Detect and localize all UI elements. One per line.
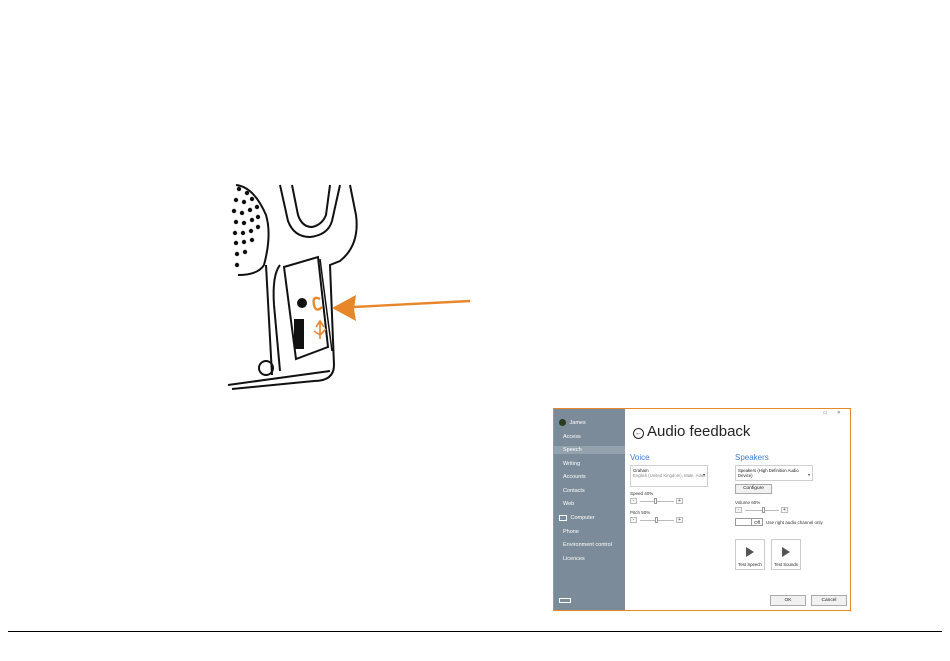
toggle-knob bbox=[751, 519, 752, 525]
sidebar-item-contacts[interactable]: Contacts bbox=[563, 488, 585, 494]
sidebar-item-licences[interactable]: Licences bbox=[563, 556, 585, 562]
sidebar-item-access[interactable]: Access bbox=[563, 434, 581, 440]
play-icon bbox=[746, 547, 754, 557]
voice-name: Graham bbox=[633, 468, 649, 473]
window-controls[interactable]: ▭ ✕ bbox=[822, 410, 845, 416]
right-channel-label: Use right audio channel only bbox=[766, 520, 823, 525]
monitor-icon bbox=[559, 514, 567, 521]
voice-heading: Voice bbox=[630, 453, 650, 462]
sidebar-item-web[interactable]: Web bbox=[563, 501, 575, 507]
sidebar-item-environment-control[interactable]: Environment control bbox=[563, 542, 612, 548]
section-label: Computer bbox=[570, 515, 595, 521]
page-title: ←Audio feedback bbox=[633, 423, 750, 440]
sidebar-item-accounts[interactable]: Accounts bbox=[563, 474, 586, 480]
sidebar-user[interactable]: James bbox=[559, 419, 586, 427]
voice-dropdown[interactable]: Graham English (United Kingdom), Male, A… bbox=[630, 465, 708, 487]
speaker-device: Speakers (High Definition Audio Device) bbox=[738, 468, 799, 478]
pitch-increase-button[interactable]: + bbox=[676, 517, 683, 523]
pitch-label: Pitch 50% bbox=[630, 510, 651, 515]
user-avatar-icon bbox=[559, 419, 566, 427]
speed-decrease-button[interactable]: - bbox=[630, 498, 637, 504]
user-name: James bbox=[569, 420, 586, 426]
cancel-button[interactable]: Cancel bbox=[811, 595, 847, 606]
right-channel-toggle[interactable]: Off bbox=[735, 518, 763, 526]
app-window: James Access Speech Writing Accounts Con… bbox=[553, 408, 851, 611]
speed-slider-thumb[interactable] bbox=[654, 498, 657, 504]
volume-increase-button[interactable]: + bbox=[781, 507, 788, 513]
volume-decrease-button[interactable]: - bbox=[735, 507, 742, 513]
speakers-heading: Speakers bbox=[735, 453, 769, 462]
back-arrow-icon[interactable]: ← bbox=[633, 428, 644, 439]
play-icon bbox=[782, 547, 790, 557]
pitch-slider-thumb[interactable] bbox=[655, 517, 658, 523]
footer-rule bbox=[8, 631, 942, 632]
volume-label: Volume 60% bbox=[735, 500, 761, 505]
voice-detail: English (United Kingdom), Male, Adult bbox=[633, 473, 706, 478]
speed-label: Speed 40% bbox=[630, 491, 654, 496]
volume-slider-thumb[interactable] bbox=[762, 507, 765, 513]
configure-button[interactable]: Configure bbox=[735, 484, 772, 494]
speed-slider-track[interactable] bbox=[640, 501, 674, 502]
sidebar-item-writing[interactable]: Writing bbox=[563, 461, 581, 467]
ok-button[interactable]: OK bbox=[770, 595, 806, 606]
sidebar: James Access Speech Writing Accounts Con… bbox=[554, 409, 625, 610]
chevron-down-icon: ▾ bbox=[702, 472, 705, 477]
device-port-illustration bbox=[227, 184, 471, 390]
chevron-down-icon: ▾ bbox=[807, 472, 810, 477]
speakers-dropdown[interactable]: Speakers (High Definition Audio Device) … bbox=[735, 465, 813, 481]
toggle-state: Off bbox=[754, 520, 760, 525]
sidebar-item-phone[interactable]: Phone bbox=[563, 529, 579, 535]
test-speech-button[interactable]: Test Speech bbox=[735, 539, 765, 570]
page-title-text: Audio feedback bbox=[647, 423, 751, 440]
test-sounds-button[interactable]: Test Sounds bbox=[771, 539, 801, 570]
test-sounds-label: Test Sounds bbox=[774, 562, 798, 567]
sidebar-section-computer[interactable]: Computer bbox=[559, 514, 595, 522]
keyboard-icon[interactable] bbox=[559, 598, 571, 603]
test-speech-label: Test Speech bbox=[738, 562, 762, 567]
sidebar-item-speech[interactable]: Speech bbox=[554, 446, 625, 454]
speed-increase-button[interactable]: + bbox=[676, 498, 683, 504]
pitch-decrease-button[interactable]: - bbox=[630, 517, 637, 523]
